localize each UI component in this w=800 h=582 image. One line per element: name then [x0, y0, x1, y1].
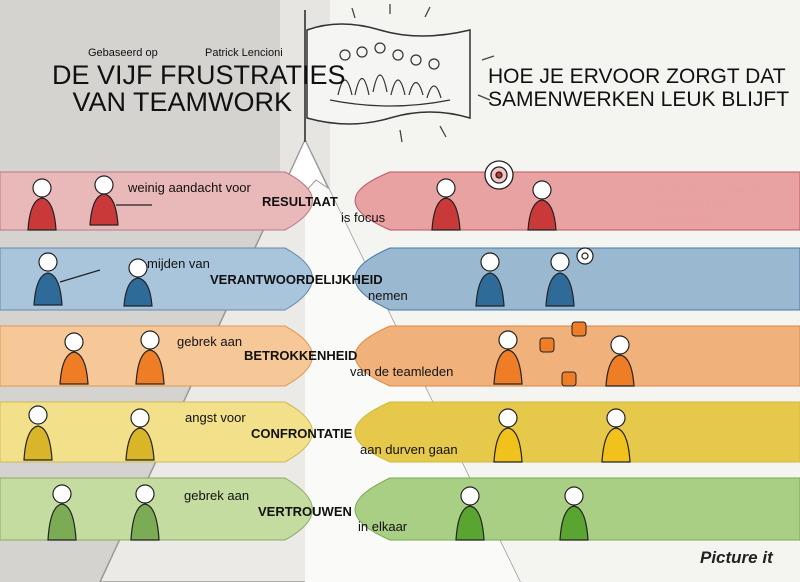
right-phrase: aan durven gaan	[360, 442, 458, 457]
left-phrase: gebrek aan	[184, 488, 250, 503]
page-title-line1: DE VIJF FRUSTRATIES	[52, 60, 346, 90]
based-on-label: Gebaseerd op	[88, 47, 158, 59]
flag-shine-lines	[351, 4, 495, 143]
advice-text: Richt de aandacht op gezamenlijke result…	[652, 182, 784, 227]
keyword-resultaat: RESULTAAT	[262, 194, 338, 209]
picture-it-logo: Picture it	[700, 548, 773, 567]
subtitle-line2: SAMENWERKEN LEUK BLIJFT	[488, 88, 790, 111]
puzzle-icon	[539, 321, 587, 387]
right-phrase: nemen	[368, 288, 408, 303]
band-right	[354, 247, 800, 311]
row-vertrouwen	[0, 477, 800, 541]
person-right-4	[493, 408, 631, 463]
left-phrase: weinig aandacht voor	[128, 180, 251, 195]
band-right	[354, 325, 800, 387]
person-right-3	[493, 330, 635, 387]
band-left	[0, 171, 313, 231]
page-title-line2: VAN TEAMWORK	[72, 87, 292, 117]
left-phrase: angst voor	[185, 410, 246, 425]
person-left-2	[33, 252, 153, 307]
advice-text: Committeer je aan gedeelde doelen en afs…	[652, 333, 773, 378]
row-resultaat	[0, 160, 800, 231]
right-phrase: is focus	[341, 210, 386, 225]
advice-text: Wees transparant en stel je kwetsbaar op	[652, 487, 780, 517]
keyword-verantwoordelijkheid: VERANTWOORDELIJKHEID	[210, 272, 383, 287]
gear-icon	[576, 247, 594, 265]
person-right-5	[455, 486, 589, 541]
person-left-4	[23, 405, 155, 461]
band-right	[354, 171, 800, 231]
band-left	[0, 401, 313, 463]
keyword-betrokkenheid: BETROKKENHEID	[244, 348, 358, 363]
band-left	[0, 247, 313, 311]
flag-icon	[306, 23, 471, 125]
keyword-vertrouwen: VERTROUWEN	[258, 504, 352, 519]
row-verantwoordelijkheid	[0, 247, 800, 311]
flag-team-figures	[329, 42, 451, 107]
right-phrase: van de teamleden	[350, 364, 454, 379]
advice-text: Houd jezelf en anderen verantwoordelijk	[652, 257, 756, 302]
person-left-1	[27, 175, 152, 231]
band-right	[354, 401, 800, 463]
keyword-confrontatie: CONFRONTATIE	[251, 426, 353, 441]
subtitle-line1: HOE JE ERVOOR ZORGT DAT	[488, 65, 786, 88]
person-left-3	[59, 330, 165, 385]
left-phrase: mijden van	[147, 256, 210, 271]
advice-text: Ontwikkel het vermogen tot constructief …	[652, 410, 777, 455]
row-betrokkenheid	[0, 321, 800, 387]
right-phrase: in elkaar	[358, 519, 408, 534]
author-label: Patrick Lencioni	[205, 47, 283, 59]
person-right-1	[431, 178, 557, 231]
band-left	[0, 477, 313, 541]
person-right-2	[475, 252, 575, 307]
left-phrase: gebrek aan	[177, 334, 243, 349]
person-left-5	[47, 484, 160, 541]
row-confrontatie	[0, 401, 800, 463]
target-icon	[484, 160, 514, 190]
